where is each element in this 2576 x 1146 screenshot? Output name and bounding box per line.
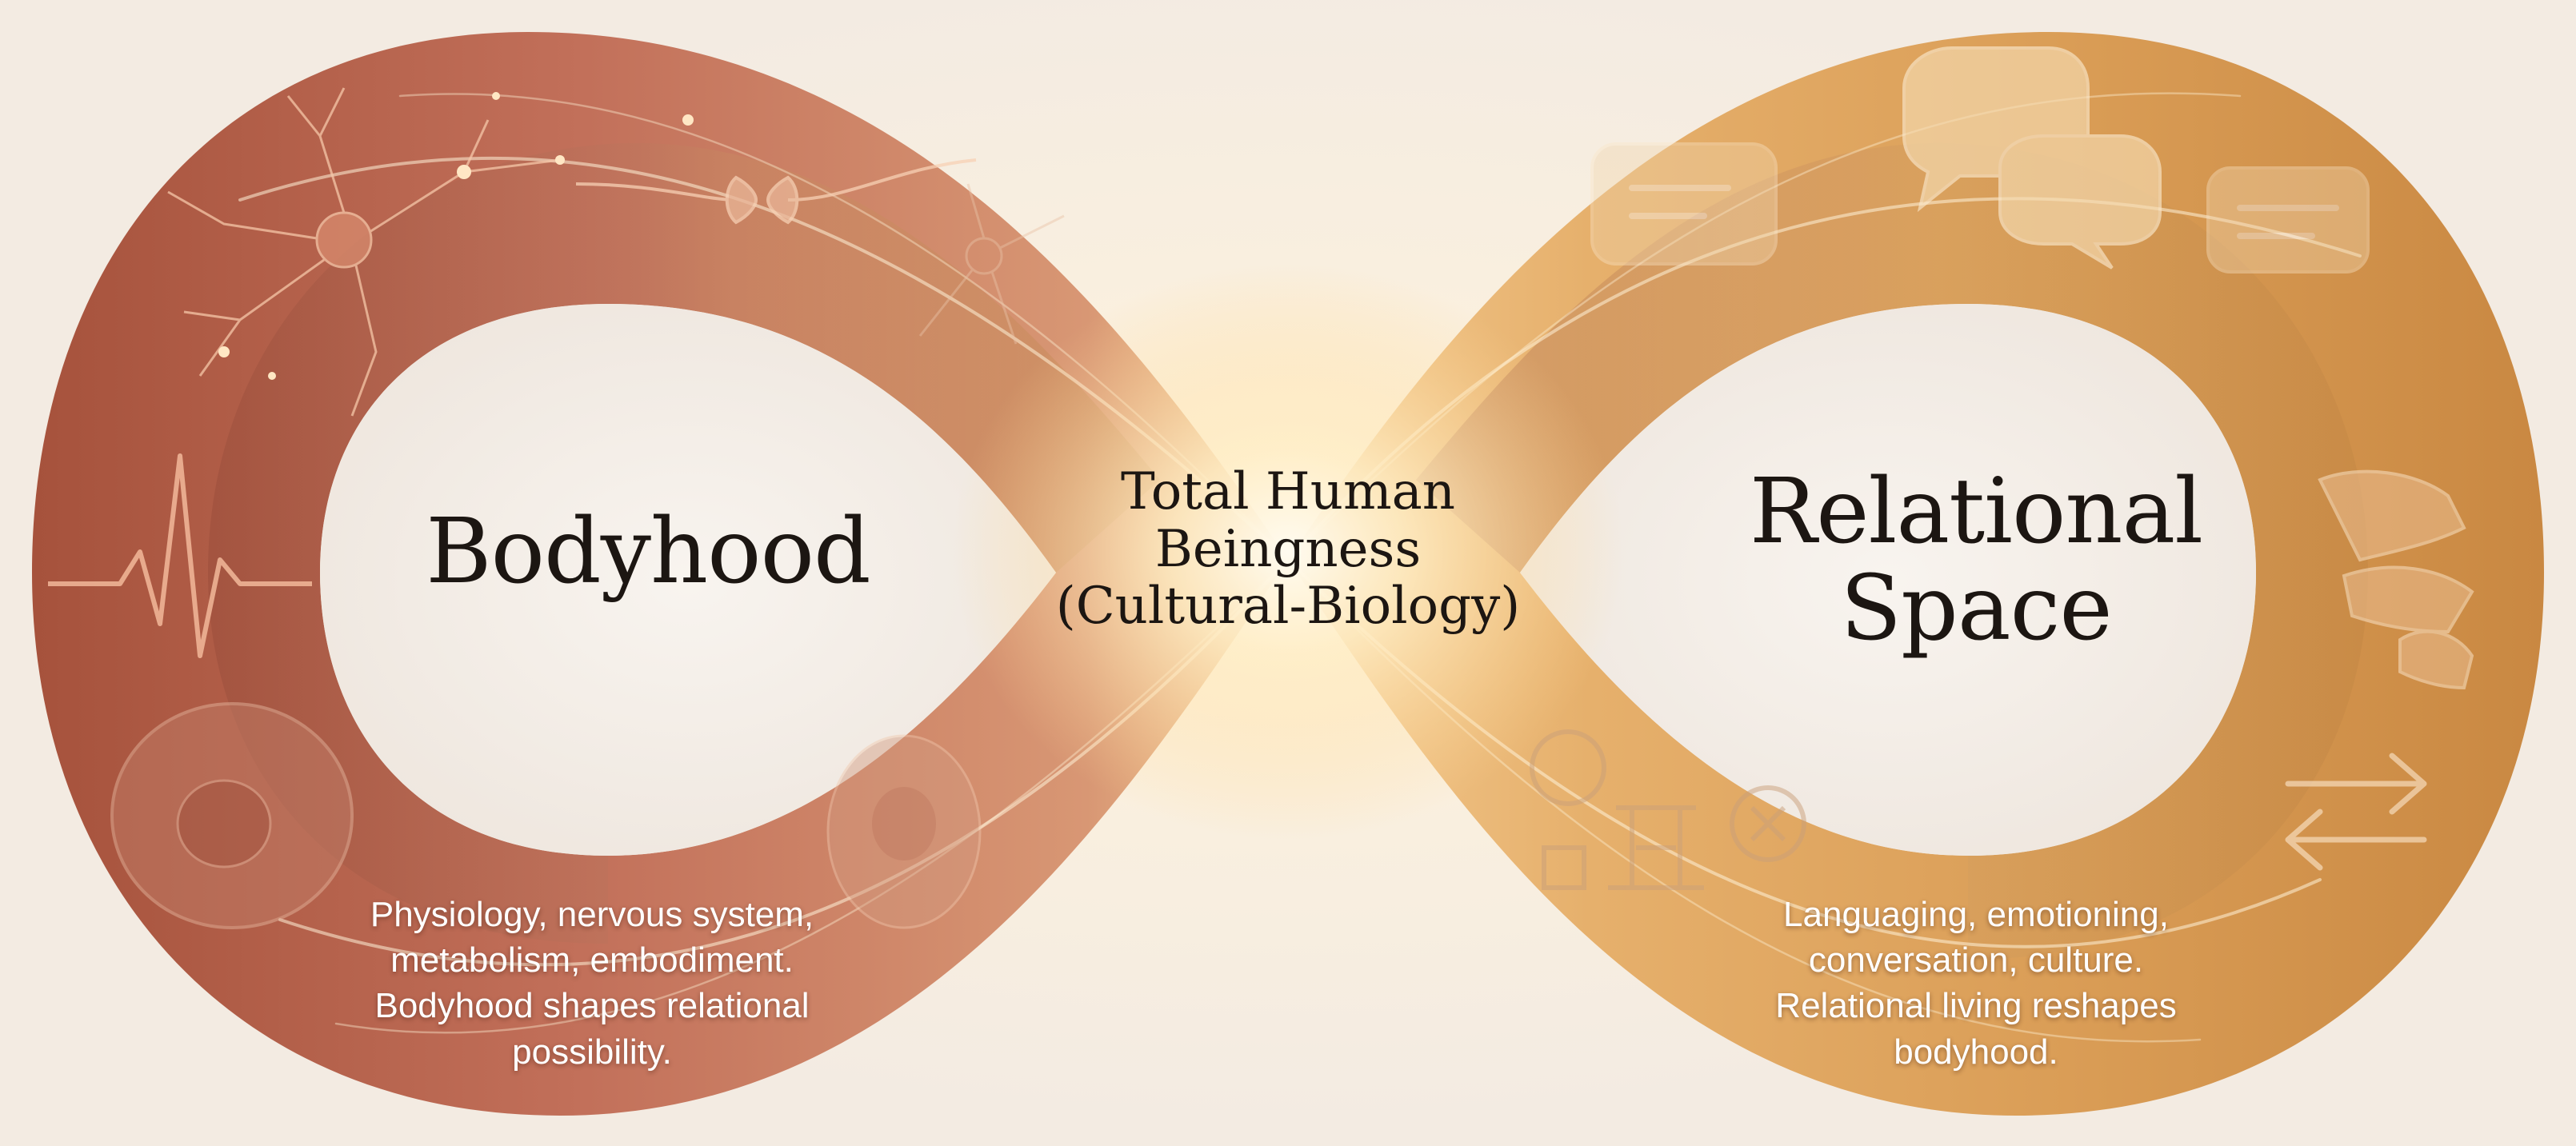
ribbon-shade-right	[1416, 142, 2368, 960]
bodyhood-description-line: possibility.	[512, 1032, 672, 1072]
relational-space-title-line: Relational	[1749, 460, 2203, 564]
speech-bubble-icon	[1902, 46, 2162, 270]
synapse-icon	[575, 158, 977, 225]
cell-icon-small	[826, 734, 982, 929]
bodyhood-title: Bodyhood	[426, 500, 870, 604]
bodyhood-description: Physiology, nervous system, metabolism, …	[264, 892, 920, 1075]
relational-space-description: Languaging, emotioning, conversation, cu…	[1648, 892, 2304, 1075]
relational-space-title: Relational Space	[1648, 464, 2304, 657]
relational-space-description-line: conversation, culture.	[1808, 940, 2144, 980]
relational-space-description-line: Relational living reshapes	[1775, 986, 2177, 1026]
bodyhood-description-line: Bodyhood shapes relational	[374, 986, 810, 1026]
left-lobe-interior	[320, 304, 1056, 856]
faint-neuron-icon	[918, 183, 1065, 345]
neuron-sparks	[218, 92, 694, 380]
relational-space-title-line: Space	[1840, 556, 2112, 661]
exchange-arrows-icon	[2285, 753, 2427, 871]
bodyhood-description-line: metabolism, embodiment.	[390, 940, 794, 980]
cell-icon	[110, 702, 354, 929]
relational-space-description-line: bodyhood.	[1894, 1032, 2058, 1072]
center-glow	[952, 264, 1624, 840]
right-lobe-interior	[1520, 304, 2256, 856]
neuron-icon	[167, 87, 561, 417]
center-title-line: (Cultural-Biology)	[1055, 577, 1521, 637]
center-title-line: Beingness	[1154, 519, 1422, 579]
hands-icon	[2318, 469, 2474, 690]
bodyhood-description-line: Physiology, nervous system,	[370, 895, 814, 934]
center-title: Total Human Beingness (Cultural-Biology)	[1008, 462, 1568, 637]
ribbon-shade-left	[208, 142, 1160, 944]
relational-space-description-line: Languaging, emotioning,	[1783, 895, 2169, 934]
culture-symbol-icon	[1530, 729, 1806, 890]
center-title-line: Total Human	[1120, 462, 1456, 521]
heartbeat-icon	[48, 453, 312, 658]
chat-bubble-icon	[1590, 142, 2370, 274]
